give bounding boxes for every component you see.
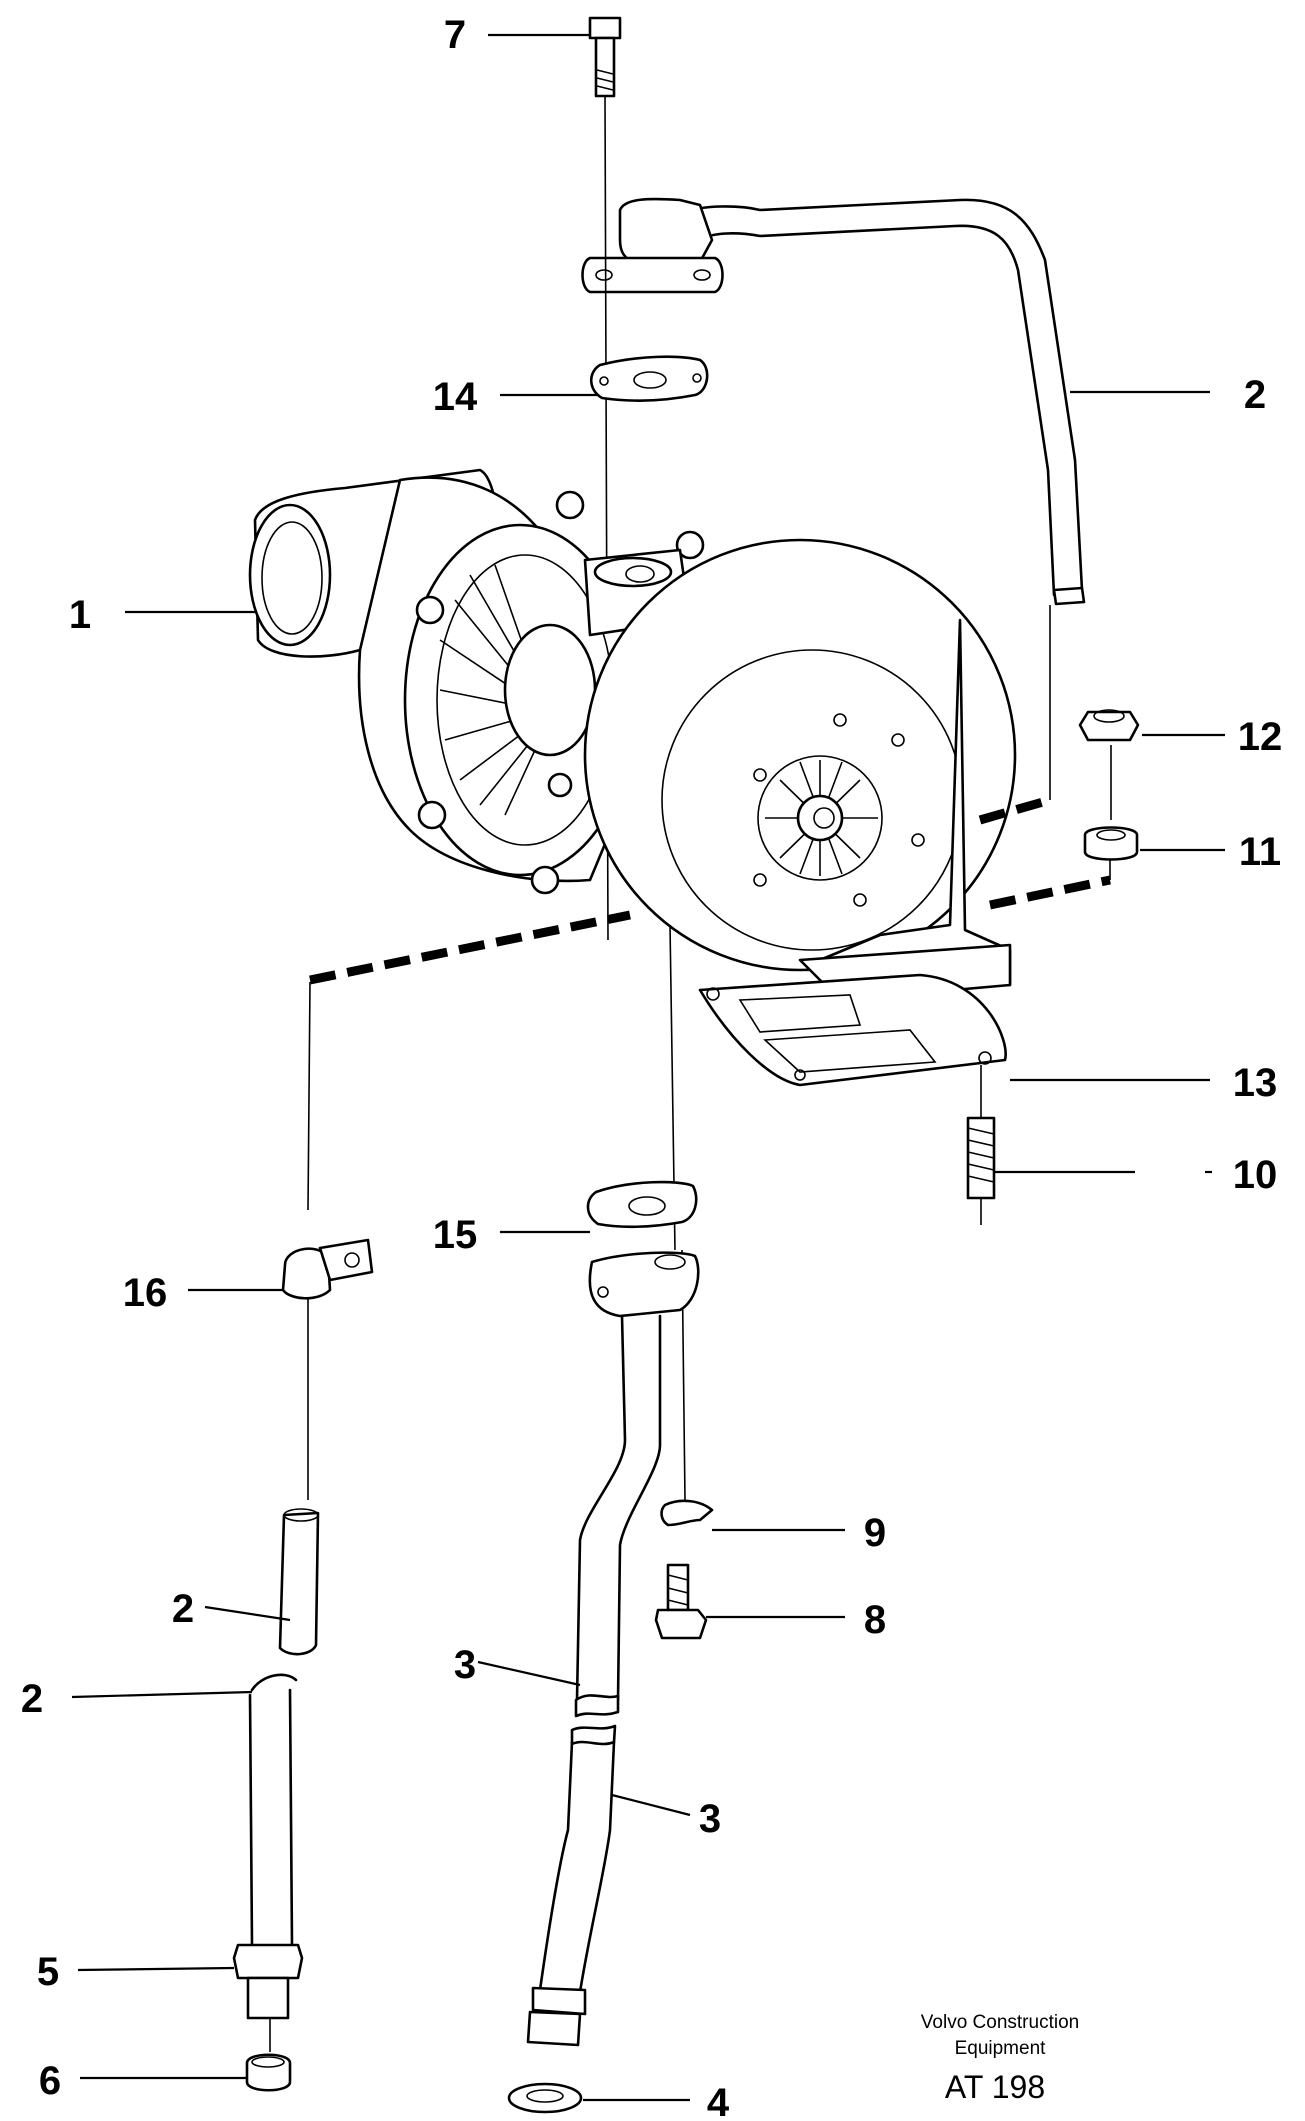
compressor-fins [439,564,536,816]
gasket-13-icon [698,973,1007,1087]
bolt-7-icon [588,16,622,98]
callout-9: 9 [864,1511,886,1555]
illustration-code: AT 198 [945,2069,1045,2105]
callout-4: 4 [707,2081,730,2121]
callout-3-lower: 3 [699,1797,721,1841]
oil-feed-pipe-lower [248,1673,298,1947]
clip-9-icon [660,1499,714,1527]
sealing-washer-4-icon [507,2082,583,2114]
callout-8: 8 [864,1598,886,1642]
reference-line-right-upper [978,795,1052,825]
callout-5: 5 [37,1950,59,1994]
bolt-8-icon [654,1563,708,1640]
callout-2-top: 2 [1244,373,1266,417]
clamp-16-icon [281,1238,374,1300]
reference-line-left [309,910,631,985]
callout-10: 10 [1233,1153,1278,1197]
callout-1: 1 [69,593,91,637]
callout-2-low: 2 [21,1677,43,1721]
callout-6: 6 [39,2059,61,2103]
callout-3-upper: 3 [454,1643,476,1687]
gasket-14-icon [589,355,709,402]
leader-lines [71,33,1225,2102]
gasket-15-icon [586,1180,698,1229]
turbocharger-assembly [248,468,1017,1002]
callout-14: 14 [433,375,478,419]
union-nut-5-icon [232,1943,304,2020]
nut-12-icon [1078,709,1140,742]
manufacturer-name-line1: Volvo Construction [921,2012,1079,2033]
callout-15: 15 [433,1213,478,1257]
callout-12: 12 [1238,715,1283,759]
callout-16: 16 [123,1271,168,1315]
washer-11-icon [1083,826,1139,861]
callout-13: 13 [1233,1061,1278,1105]
sleeve-6-icon [245,2053,292,2092]
oil-feed-pipe-lower-segment [278,1508,320,1656]
manufacturer-name-line2: Equipment [955,2038,1047,2059]
reference-line-right-lower [989,875,1111,910]
callout-7: 7 [444,13,466,57]
oil-feed-pipe-upper [581,197,1086,606]
callout-2-mid: 2 [172,1587,194,1631]
callout-11: 11 [1239,830,1281,874]
stud-10-icon [966,1116,996,1200]
oil-return-pipe [526,1251,700,2047]
